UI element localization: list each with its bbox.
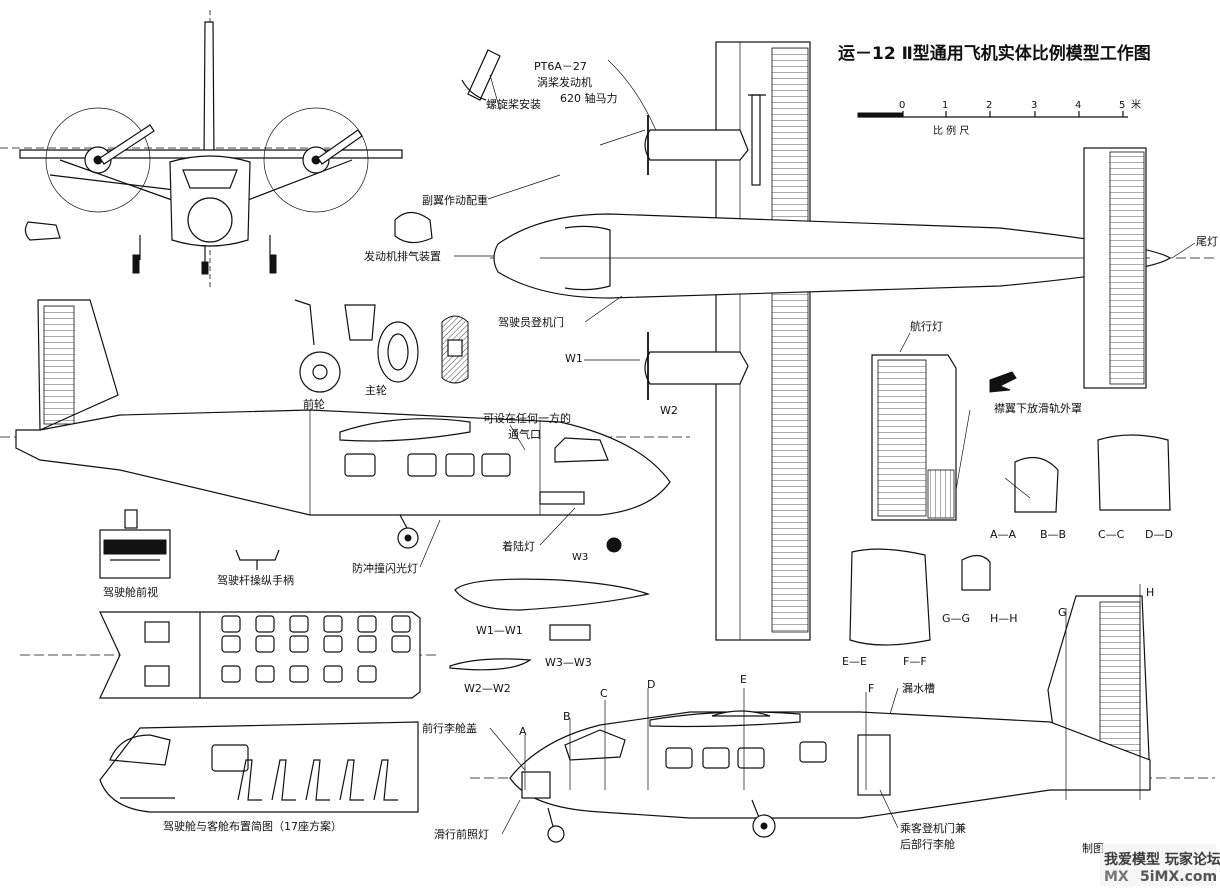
cockpit-front-detail: 驾驶舱前视: [99, 509, 171, 599]
exhaust-label: 发动机排气装置: [364, 249, 441, 263]
watermark-line2: 5iMX.com: [1140, 869, 1217, 885]
station-w2: W2: [660, 404, 678, 417]
cut-d: D: [647, 678, 655, 691]
wheel-section-detail: [441, 315, 469, 384]
control-yoke-label: 驾驶杆操纵手柄: [217, 573, 294, 587]
scale-tick-0: 0: [899, 100, 905, 111]
section-ee: E—E: [842, 655, 867, 668]
section-bb: B—B: [1040, 528, 1066, 541]
section-ff: F—F: [903, 655, 927, 668]
control-yoke-detail: 驾驶杆操纵手柄: [217, 549, 294, 587]
top-view: 尾灯: [490, 41, 1218, 641]
section-cc: C—C: [1098, 528, 1125, 541]
engine-model: PT6A－27: [534, 60, 587, 73]
section-w3w3: W3—W3: [545, 656, 592, 669]
taxi-light-label: 滑行前照灯: [434, 827, 489, 841]
cut-h: H: [1146, 586, 1154, 599]
station-w3: W3: [572, 552, 588, 563]
airfoil-sections: W3 W1—W1 W3—W3 W2—W2: [449, 537, 651, 695]
engine-type: 涡桨发动机: [537, 75, 592, 89]
tail-light-label: 尾灯: [1196, 235, 1218, 248]
landing-light-label: 着陆灯: [502, 539, 535, 553]
gutter-label: 漏水槽: [902, 682, 935, 695]
side-view-right: A B C D E F G H: [470, 584, 1215, 843]
cabin-side-view: 驾驶舱与客舱布置简图（17座方案）: [99, 721, 419, 833]
prop-install-label: 螺旋桨安装: [486, 97, 541, 111]
cut-b: B: [563, 710, 571, 723]
section-gg: G—G: [942, 612, 970, 625]
main-wheel-label: 主轮: [365, 383, 387, 397]
aileron-weight-label: 副翼作动配重: [422, 193, 488, 207]
cabin-plan-view: [20, 611, 440, 699]
cockpit-front-label: 驾驶舱前视: [103, 585, 158, 599]
watermark-brand: MX: [1104, 869, 1129, 885]
cut-f: F: [868, 682, 874, 695]
prop-install-detail: 螺旋桨安装: [461, 49, 541, 111]
cut-e: E: [740, 673, 747, 686]
vent-label-1: 可设在任何一方的: [483, 411, 571, 425]
layout-caption: 驾驶舱与客舱布置简图（17座方案）: [163, 819, 342, 833]
nose-wheel-detail: 前轮: [294, 299, 341, 411]
fwd-baggage-label: 前行李舱盖: [422, 721, 477, 735]
scale-unit: 米: [1131, 98, 1141, 111]
engine-power: 620 轴马力: [560, 91, 618, 105]
side-view-left: [0, 299, 690, 549]
drawing-title: 运－12 Ⅱ型通用飞机实体比例模型工作图: [838, 43, 1151, 64]
scale-tick-1: 1: [942, 100, 948, 111]
section-aa: A—A: [990, 528, 1017, 541]
nav-light-detail: 航行灯: [871, 319, 971, 521]
sections-efgh: E—E F—F G—G H—H: [842, 548, 1018, 668]
cut-a: A: [519, 725, 527, 738]
cut-c: C: [600, 687, 608, 700]
drawn-by-label: 制图: [1082, 842, 1104, 855]
scale-tick-4: 4: [1075, 100, 1081, 111]
scale-caption: 比 例 尺: [933, 124, 969, 137]
exhaust-detail: [394, 211, 433, 244]
station-w1: W1: [565, 352, 583, 365]
engine-note: PT6A－27 涡桨发动机 620 轴马力: [534, 59, 661, 141]
section-dd: D—D: [1145, 528, 1173, 541]
front-view: [0, 10, 403, 290]
pax-door-label-1: 乘客登机门兼: [900, 821, 966, 835]
strobe-label: 防冲撞闪光灯: [352, 561, 418, 575]
cut-g: G: [1058, 606, 1067, 619]
watermark: 我爱模型 玩家论坛 5iMX.com MX: [1100, 844, 1220, 886]
section-w1w1: W1—W1: [476, 624, 523, 637]
main-wheel-detail: 主轮: [344, 304, 419, 397]
scale-bar: 0 1 2 3 4 5 米 比 例 尺: [857, 98, 1141, 137]
scale-tick-5: 5: [1119, 100, 1125, 111]
pilot-door-label: 驾驶员登机门: [498, 315, 564, 329]
nose-wheel-label: 前轮: [303, 397, 325, 411]
scale-tick-2: 2: [986, 100, 992, 111]
scale-tick-3: 3: [1031, 100, 1037, 111]
nav-light-label: 航行灯: [910, 319, 943, 333]
pax-door-label-2: 后部行李舱: [900, 837, 955, 851]
vent-label-2: 通气口: [508, 427, 541, 441]
flap-fairing-label: 襟翼下放滑轨外罩: [994, 401, 1082, 415]
section-w2w2: W2—W2: [464, 682, 511, 695]
section-hh: H—H: [990, 612, 1018, 625]
watermark-line1: 我爱模型 玩家论坛: [1104, 851, 1220, 868]
sections-abcd: A—A B—B C—C D—D: [990, 434, 1173, 541]
flap-fairing-icon: [989, 371, 1017, 393]
